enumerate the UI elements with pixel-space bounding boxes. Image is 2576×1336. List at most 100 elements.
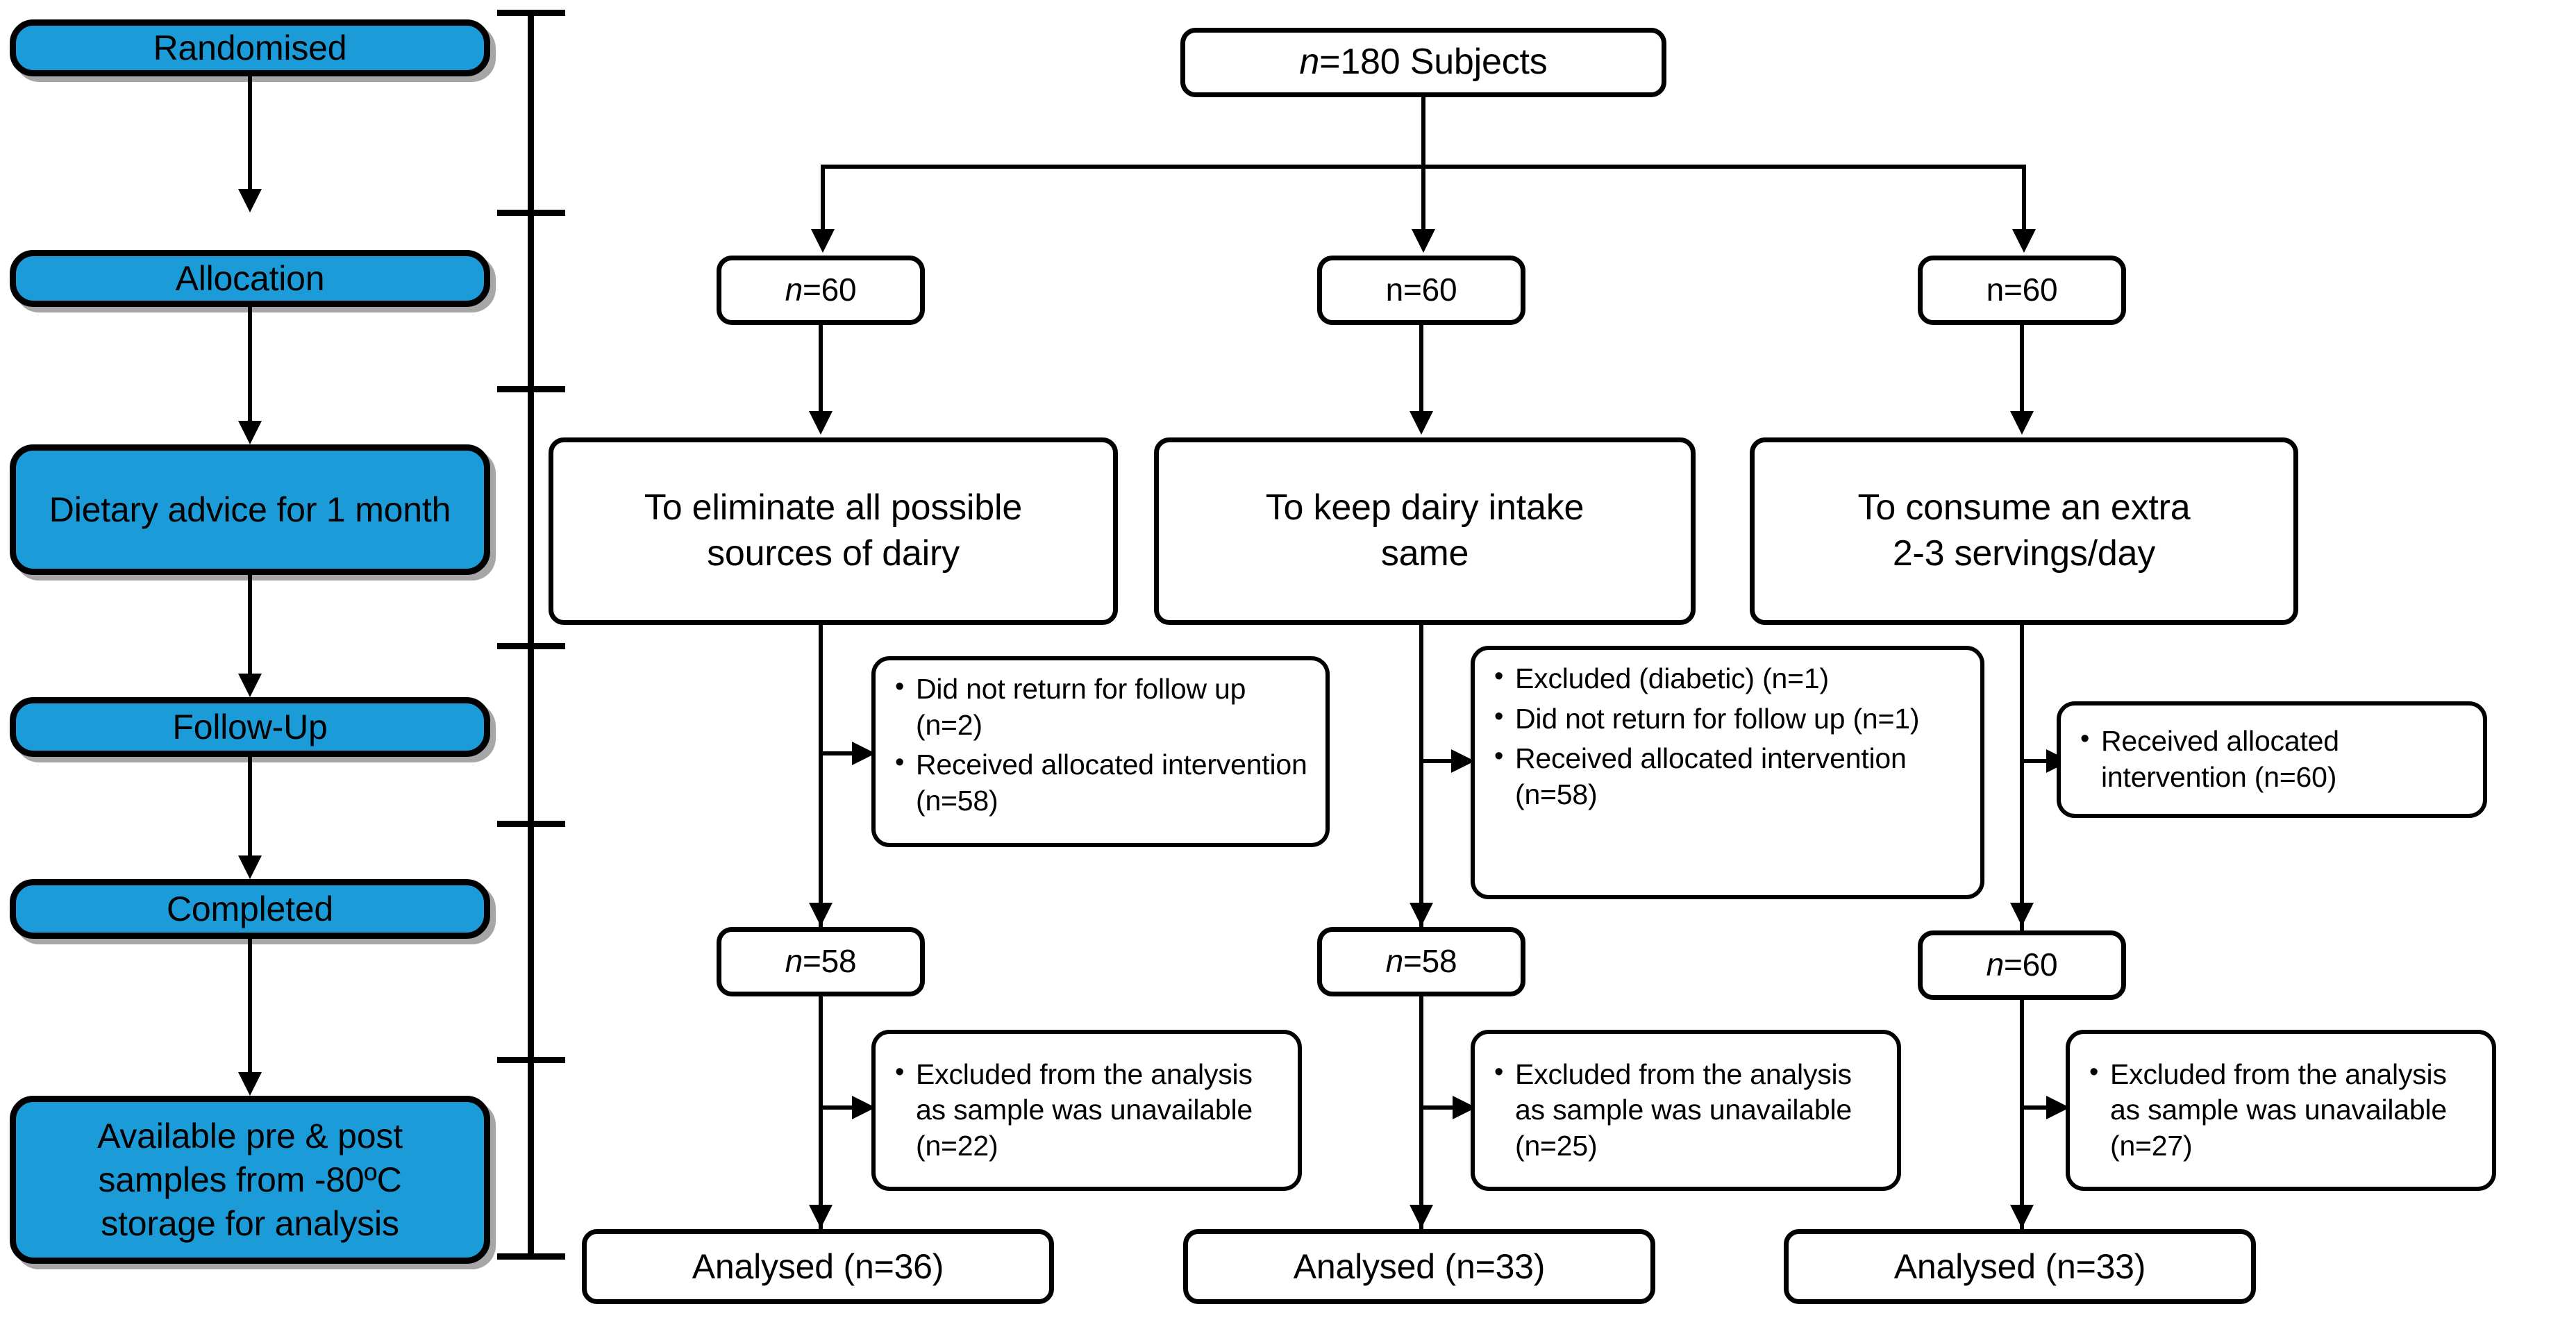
stage-connector-5 [248,939,252,1076]
exclusion-note-list: Excluded from the analysis as sample was… [888,1056,1284,1164]
list-item: Received allocated intervention (n=58) [895,746,1312,819]
list-item: Did not return for follow up (n=1) [1494,701,1966,737]
stage-axis-tick-5 [497,821,565,827]
allocation-value: =60 [2003,272,2058,308]
stage-axis-tick-7 [497,1253,565,1260]
stage-label: Completed [167,889,333,928]
stage-arrow-4 [238,855,262,879]
followup-arrow-down-2 [1410,903,1433,926]
followup-note-list: Did not return for follow up (n=2) Recei… [888,671,1312,819]
followup-note-box-2: Excluded (diabetic) (n=1) Did not return… [1471,646,1984,899]
exclusion-arrow-down-3 [2010,1205,2034,1228]
completed-label: n=58 [1386,942,1457,982]
allocation-label: n=60 [1386,270,1457,310]
stage-label: Randomised [153,28,347,67]
stage-axis-line [528,10,534,1260]
list-item: Excluded from the analysis as sample was… [895,1056,1284,1164]
followup-branch-2 [1419,759,1458,763]
branch-drop-middle [1421,165,1425,234]
exclusion-note-list: Excluded from the analysis as sample was… [1487,1056,1883,1164]
exclusion-arrow-down-2 [1410,1205,1433,1228]
stage-arrow-2 [238,421,262,444]
list-item: Did not return for follow up (n=2) [895,671,1312,743]
exclusion-note-box-2: Excluded from the analysis as sample was… [1471,1030,1901,1191]
allocation-connector-1 [819,325,823,415]
enrolment-value: =180 Subjects [1319,42,1548,83]
followup-note-list: Received allocated intervention (n=60) [2073,723,2469,795]
exclusion-arrow-down-1 [809,1205,833,1228]
allocation-box-3: n=60 [1918,256,2126,325]
intervention-box-3: To consume an extra 2-3 servings/day [1750,437,2298,625]
exclusion-branch-2 [1419,1105,1460,1110]
intervention-box-1: To eliminate all possible sources of dai… [549,437,1118,625]
completed-value: =60 [2003,946,2058,983]
completed-n-symbol: n [1986,946,2005,983]
stage-axis-tick-6 [497,1057,565,1063]
allocation-box-2: n=60 [1317,256,1525,325]
allocation-box-1: n=60 [717,256,925,325]
exclusion-note-list: Excluded from the analysis as sample was… [2082,1056,2478,1164]
branch-arrow-right [2012,229,2036,253]
analysed-box-1: Analysed (n=36) [582,1229,1054,1304]
followup-stem-2 [1419,625,1423,930]
allocation-value: =60 [1403,272,1457,308]
list-item: Excluded from the analysis as sample was… [1494,1056,1883,1164]
stage-box-follow-up: Follow-Up [10,697,490,757]
exclusion-branch-3 [2020,1105,2053,1110]
followup-note-box-1: Did not return for follow up (n=2) Recei… [871,656,1330,847]
stage-axis-tick-1 [497,10,565,16]
stage-label: Follow-Up [172,707,328,746]
allocation-arrow-1 [809,411,833,435]
intervention-line-1: To eliminate all possible [644,487,1023,528]
stage-label: Allocation [175,258,325,298]
completed-value: =58 [802,943,857,980]
stage-label: Available pre & post samples from -80ºC … [97,1116,403,1243]
stage-axis-tick-2 [497,210,565,216]
stage-label: Dietary advice for 1 month [49,490,451,529]
followup-stem-3 [2020,625,2024,930]
stage-connector-4 [248,757,252,860]
branch-arrow-left [811,229,835,253]
analysed-box-3: Analysed (n=33) [1784,1229,2256,1304]
allocation-value: =60 [802,272,857,308]
exclusion-stem-3 [2020,1000,2024,1233]
stage-connector-2 [248,307,252,425]
stage-box-dietary-advice: Dietary advice for 1 month [10,444,490,575]
followup-note-list: Excluded (diabetic) (n=1) Did not return… [1487,660,1966,813]
enrolment-label: n=180 Subjects [1299,40,1547,85]
intervention-line-1: To keep dairy intake [1265,487,1584,528]
stage-axis-tick-4 [497,643,565,649]
stage-box-randomised: Randomised [10,19,490,76]
followup-note-box-3: Received allocated intervention (n=60) [2057,701,2487,818]
branch-drop-right [2022,165,2026,234]
stage-axis-tick-3 [497,386,565,392]
stage-arrow-3 [238,674,262,697]
completed-n-symbol: n [1385,943,1404,980]
list-item: Excluded from the analysis as sample was… [2089,1056,2478,1164]
analysed-label: Analysed (n=33) [1293,1246,1546,1286]
analysed-label: Analysed (n=33) [1893,1246,2146,1286]
completed-box-2: n=58 [1317,927,1525,996]
allocation-label: n=60 [1987,270,2058,310]
completed-label: n=58 [785,942,857,982]
intervention-line-2: sources of dairy [707,533,960,574]
allocation-n-symbol: n [1986,272,2005,308]
intervention-line-2: 2-3 servings/day [1892,533,2156,574]
allocation-n-symbol: n [785,272,803,308]
exclusion-stem-2 [1419,996,1423,1233]
branch-stem [1421,97,1425,167]
stage-arrow-5 [238,1072,262,1096]
stage-connector-3 [248,575,252,678]
completed-n-symbol: n [785,943,803,980]
followup-arrow-down-3 [2010,903,2034,926]
stage-box-available-samples: Available pre & post samples from -80ºC … [10,1096,490,1264]
allocation-connector-2 [1419,325,1423,415]
list-item: Received allocated intervention (n=60) [2080,723,2469,795]
exclusion-stem-1 [819,996,823,1233]
stage-box-allocation: Allocation [10,250,490,307]
branch-arrow-middle [1412,229,1435,253]
exclusion-note-box-3: Excluded from the analysis as sample was… [2066,1030,2496,1191]
analysed-label: Analysed (n=36) [692,1246,944,1286]
followup-branch-3 [2020,759,2053,763]
